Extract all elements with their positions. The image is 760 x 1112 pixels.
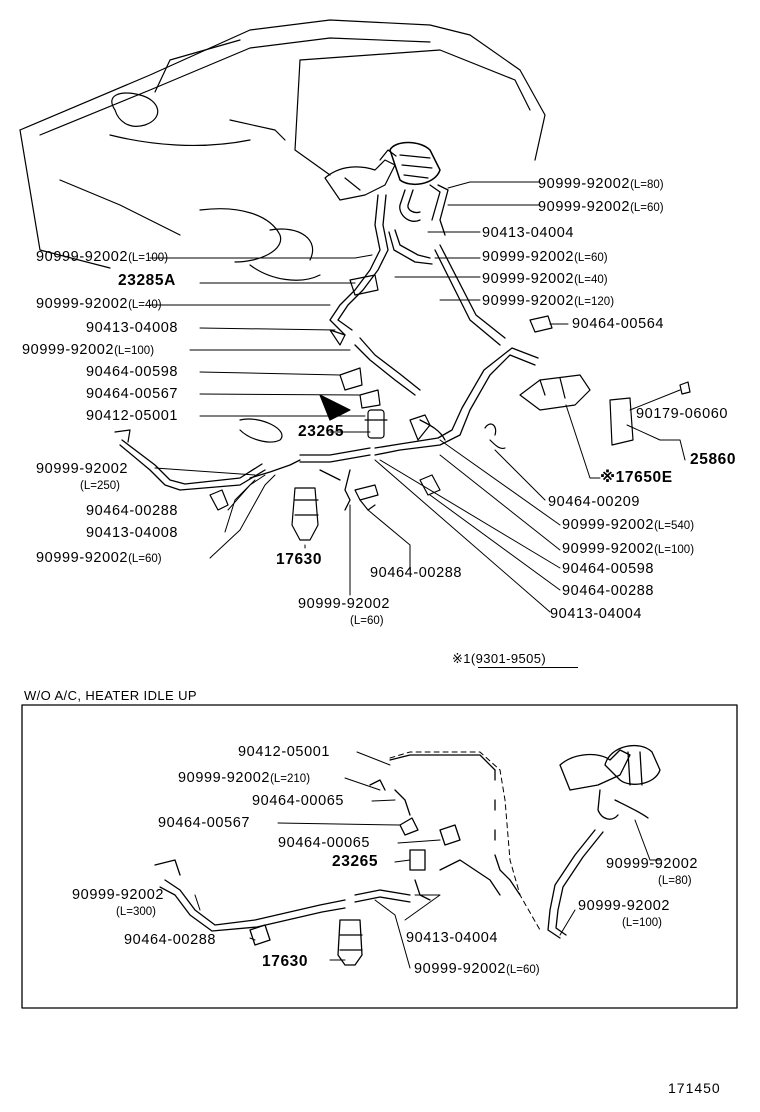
inset-label-i8: 90999-92002(L=300) bbox=[72, 887, 165, 918]
part-label-l8: 90999-92002(L=40) bbox=[36, 296, 162, 312]
inset-label-i10: 90413-04004 bbox=[406, 930, 499, 946]
part-label-l21: 90464-00209 bbox=[548, 494, 641, 510]
part-label-l26: 90999-92002(L=60) bbox=[36, 550, 162, 566]
part-label-l17: 23265 bbox=[298, 423, 345, 440]
part-label-l22: 90464-00288 bbox=[86, 503, 179, 519]
inset-label-i12: 17630 bbox=[262, 953, 309, 970]
part-label-l4: 90999-92002(L=100) bbox=[36, 249, 169, 265]
hoses-main bbox=[119, 184, 539, 511]
inset-dashed-outline bbox=[389, 751, 541, 931]
inset-label-i6: 23265 bbox=[332, 853, 379, 870]
inset-label-i5: 90464-00065 bbox=[278, 835, 371, 851]
part-label-l11: 90464-00564 bbox=[572, 316, 665, 332]
part-label-l23: 90999-92002(L=540) bbox=[562, 517, 695, 533]
document-number: 171450 bbox=[668, 1080, 721, 1096]
part-label-l20: 90999-92002(L=250) bbox=[36, 461, 129, 492]
part-label-l7: 90999-92002(L=40) bbox=[482, 271, 608, 287]
part-label-l30: 90464-00288 bbox=[562, 583, 655, 599]
part-label-l19: ※17650E bbox=[600, 469, 673, 486]
footnote-underline bbox=[478, 667, 578, 668]
part-label-l15: 90179-06060 bbox=[636, 406, 729, 422]
inset-label-i2: 90999-92002(L=210) bbox=[178, 770, 311, 786]
part-label-l32: 90413-04004 bbox=[550, 606, 643, 622]
leader-lines-main bbox=[149, 181, 686, 613]
inset-frame bbox=[21, 704, 738, 1009]
inset-label-i1: 90412-05001 bbox=[238, 744, 331, 760]
part-label-l18: 25860 bbox=[690, 451, 737, 468]
engine-outline bbox=[19, 19, 546, 443]
inset-label-i3: 90464-00065 bbox=[252, 793, 345, 809]
part-label-l9: 90999-92002(L=120) bbox=[482, 293, 615, 309]
part-label-l24: 90413-04008 bbox=[86, 525, 179, 541]
part-label-l13: 90464-00598 bbox=[86, 364, 179, 380]
vacuum-valve-top bbox=[324, 141, 441, 201]
part-label-l2: 90999-92002(L=60) bbox=[538, 199, 664, 215]
inset-label-i11: 90464-00288 bbox=[124, 932, 217, 948]
part-label-l29: 90464-00288 bbox=[370, 565, 463, 581]
part-label-l5: 90999-92002(L=60) bbox=[482, 249, 608, 265]
part-label-l10: 90413-04008 bbox=[86, 320, 179, 336]
part-label-l31: 90999-92002(L=60) bbox=[298, 596, 391, 627]
part-label-l27: 17630 bbox=[276, 551, 323, 568]
part-label-l6: 23285A bbox=[118, 272, 176, 289]
part-label-l28: 90464-00598 bbox=[562, 561, 655, 577]
parts-main bbox=[114, 274, 691, 541]
inset-label-i4: 90464-00567 bbox=[158, 815, 251, 831]
inset-label-i9: 90999-92002(L=100) bbox=[578, 898, 671, 929]
leader-lines-inset bbox=[194, 751, 661, 969]
part-label-l25: 90999-92002(L=100) bbox=[562, 541, 695, 557]
part-label-l12: 90999-92002(L=100) bbox=[22, 342, 155, 358]
section-caption: W/O A/C, HEATER IDLE UP bbox=[24, 688, 197, 703]
part-label-l1: 90999-92002(L=80) bbox=[538, 176, 664, 192]
inset-label-i7: 90999-92002(L=80) bbox=[606, 856, 699, 887]
footnote: ※1(9301-9505) bbox=[452, 651, 547, 666]
part-label-l3: 90413-04004 bbox=[482, 225, 575, 241]
part-label-l14: 90464-00567 bbox=[86, 386, 179, 402]
part-label-l16: 90412-05001 bbox=[86, 408, 179, 424]
inset-artwork bbox=[154, 744, 661, 966]
inset-label-i13: 90999-92002(L=60) bbox=[414, 961, 540, 977]
